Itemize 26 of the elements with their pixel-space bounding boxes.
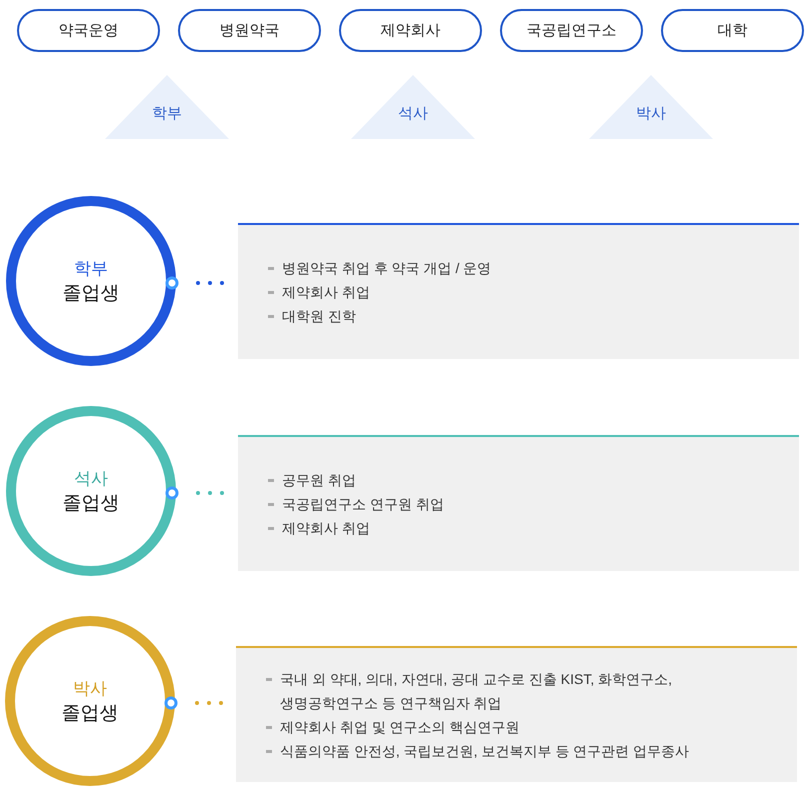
bullet-text: 병원약국 취업 후 약국 개업 / 운영 xyxy=(282,259,492,278)
bullet-text: 국공립연구소 연구원 취업 xyxy=(282,495,444,514)
pill-box: 약국운영 xyxy=(17,9,160,52)
pill-box: 대학 xyxy=(661,9,804,52)
info-panel xyxy=(236,646,797,782)
triangle: 석사 xyxy=(351,75,475,139)
circle-text: 졸업생 xyxy=(62,492,120,516)
pill-box: 국공립연구소 xyxy=(500,9,643,52)
circle-title: 박사 xyxy=(73,678,107,700)
triangle: 학부 xyxy=(105,75,229,139)
circle-text: 졸업생 xyxy=(62,702,118,726)
bullet-text: 제약회사 취업 xyxy=(282,519,370,538)
bullet-text: 제약회사 취업 및 연구소의 핵심연구원 xyxy=(280,718,520,737)
info-panel xyxy=(238,223,799,359)
bullet-text: 식품의약품 안전성, 국립보건원, 보건복지부 등 연구관련 업무종사 xyxy=(280,742,690,761)
circle-title: 석사 xyxy=(74,468,108,490)
pill-box: 병원약국 xyxy=(178,9,321,52)
bullet-text: 제약회사 취업 xyxy=(282,283,370,302)
circle-text: 졸업생 xyxy=(62,282,120,306)
circle-title: 학부 xyxy=(74,258,108,280)
triangle: 박사 xyxy=(589,75,713,139)
bullet-text: 공무원 취업 xyxy=(282,471,356,490)
pill-box: 제약회사 xyxy=(339,9,482,52)
bullet-text: 국내 외 약대, 의대, 자연대, 공대 교수로 진출 KIST, 화학연구소, 생명공학연구소 등 연구책임자 취업 xyxy=(280,670,674,713)
bullet-text: 대학원 진학 xyxy=(282,307,356,326)
info-panel xyxy=(238,435,799,571)
